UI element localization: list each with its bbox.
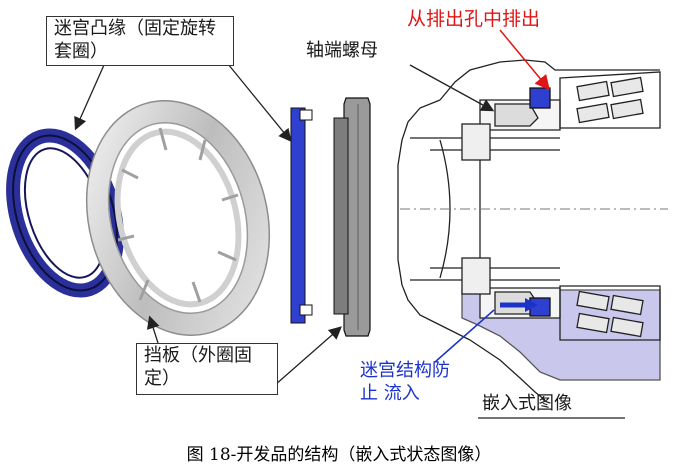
drain-leader — [499, 29, 550, 91]
axle-nut-label: 轴端螺母 — [306, 40, 378, 61]
baffle-plate-label: 挡板（外圈固定） — [144, 345, 252, 389]
gray-nut-plate — [333, 97, 371, 337]
flange-leader-2 — [227, 63, 292, 143]
embedded-image-label: 嵌入式图像 — [482, 393, 572, 414]
labyrinth-structure-label: 迷宫结构防止 流入 — [360, 360, 450, 404]
labyrinth-flange-label: 迷宫凸缘（固定旋转套圈） — [54, 18, 216, 62]
flow-block-arrowhead — [525, 298, 538, 312]
blue-seal-plate — [290, 107, 313, 324]
nut-leader — [409, 64, 495, 112]
baffle-ring — [85, 100, 271, 336]
figure-caption: 图 18-开发品的结构（嵌入式状态图像） — [186, 445, 492, 465]
baffle-plate-box — [136, 343, 278, 395]
baffle-leader-2 — [274, 326, 342, 386]
drain-note-label: 从排出孔中排出 — [407, 8, 541, 30]
labyrinth-leader — [434, 309, 495, 363]
cross-section-assembly — [397, 59, 668, 401]
flange-leader — [74, 55, 109, 131]
labyrinth-flange-box — [46, 16, 234, 66]
baffle-leader — [146, 315, 160, 344]
